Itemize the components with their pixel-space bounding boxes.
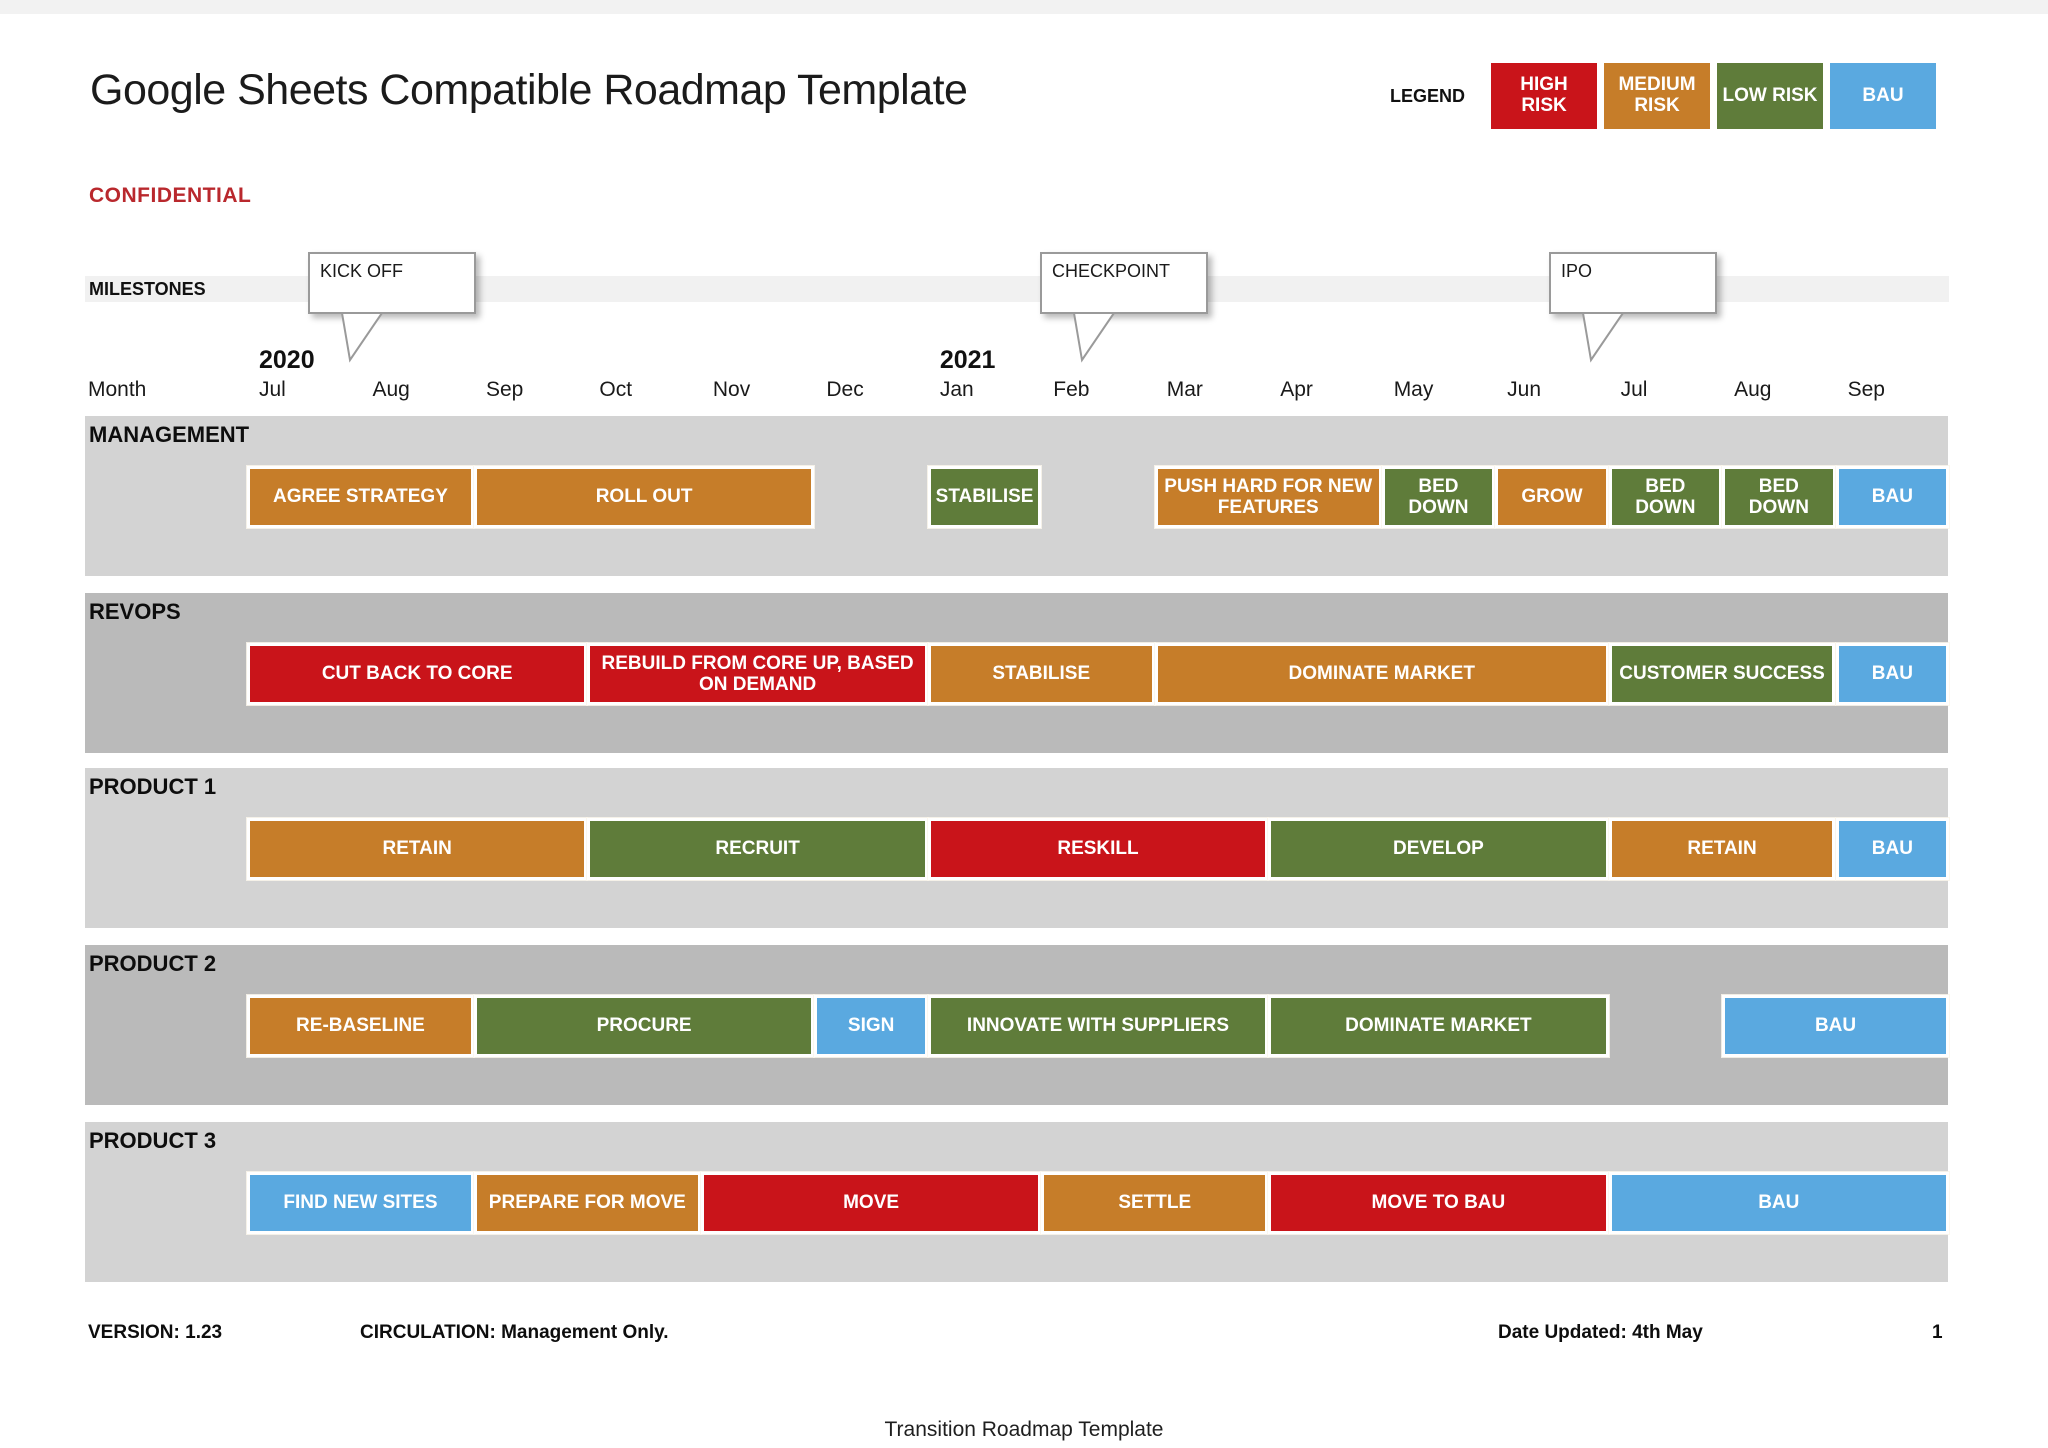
roadmap-bar: SIGN <box>813 994 929 1058</box>
roadmap-bar: PREPARE FOR MOVE <box>472 1171 702 1235</box>
month-label: Jul <box>259 378 286 401</box>
roadmap-bar: DOMINATE MARKET <box>1267 994 1610 1058</box>
roadmap-bar: BED DOWN <box>1607 465 1724 529</box>
page-top-strip <box>0 0 2048 14</box>
roadmap-bar: RECRUIT <box>586 817 929 881</box>
roadmap-bar: BAU <box>1834 642 1951 706</box>
roadmap-bar: CUT BACK TO CORE <box>245 642 589 706</box>
legend-item-low-risk: LOW RISK <box>1717 63 1824 129</box>
roadmap-bar: GROW <box>1494 465 1610 529</box>
month-label: Mar <box>1166 378 1203 401</box>
roadmap-bar: BAU <box>1834 465 1951 529</box>
callout-pointer <box>1072 312 1116 363</box>
roadmap-bar: CUSTOMER SUCCESS <box>1607 642 1837 706</box>
callout-pointer <box>340 312 384 363</box>
roadmap-bar: BAU <box>1607 1171 1950 1235</box>
roadmap-bar: BED DOWN <box>1721 465 1837 529</box>
legend-item-bau: BAU <box>1830 63 1937 129</box>
section-label: PRODUCT 2 <box>89 951 217 976</box>
month-label: Jan <box>939 378 974 401</box>
footer-version: VERSION: 1.23 <box>88 1322 223 1343</box>
month-label: Dec <box>826 378 864 401</box>
callout-pointer <box>1581 312 1625 363</box>
roadmap-bar: DEVELOP <box>1267 817 1610 881</box>
roadmap-bar: MOVE <box>699 1171 1043 1235</box>
roadmap-bar: RETAIN <box>1607 817 1837 881</box>
month-label: Jun <box>1507 378 1542 401</box>
month-label: Jul <box>1620 378 1648 401</box>
roadmap-bar: AGREE STRATEGY <box>246 465 475 529</box>
month-label: Oct <box>599 378 633 401</box>
milestone-callout-label: CHECKPOINT <box>1052 261 1171 281</box>
page-title: Google Sheets Compatible Roadmap Templat… <box>90 66 968 114</box>
roadmap-bar: ROLL OUT <box>472 465 816 529</box>
section-label: MANAGEMENT <box>89 422 250 447</box>
legend-item-high-risk: HIGH RISK <box>1491 63 1598 129</box>
roadmap-bar: PROCURE <box>472 994 816 1058</box>
milestone-callout: KICK OFF <box>308 252 476 363</box>
roadmap-bar: SETTLE <box>1040 1171 1270 1235</box>
milestone-callout-label: KICK OFF <box>320 261 404 281</box>
roadmap-bar: BED DOWN <box>1380 465 1497 529</box>
section-label: REVOPS <box>89 599 181 624</box>
milestone-callout: IPO <box>1549 252 1717 363</box>
roadmap-bar: DOMINATE MARKET <box>1153 642 1610 706</box>
roadmap-bar: REBUILD FROM CORE UP, BASED ON DEMAND <box>586 642 929 706</box>
month-label: Nov <box>712 378 751 401</box>
roadmap-bar: STABILISE <box>926 642 1156 706</box>
roadmap-bar: BAU <box>1721 994 1950 1058</box>
legend-item-medium-risk: MEDIUM RISK <box>1604 63 1711 129</box>
month-label: Aug <box>372 378 410 401</box>
roadmap-bar: INNOVATE WITH SUPPLIERS <box>926 994 1270 1058</box>
footer-circulation: CIRCULATION: Management Only. <box>360 1322 669 1343</box>
confidential-label: CONFIDENTIAL <box>89 184 252 207</box>
month-label: Sep <box>485 378 524 401</box>
footer-date-updated: Date Updated: 4th May <box>1498 1322 1703 1343</box>
roadmap-bar: PUSH HARD FOR NEW FEATURES <box>1153 465 1383 529</box>
month-column-header: Month <box>88 378 147 401</box>
milestone-callout: CHECKPOINT <box>1040 252 1208 363</box>
footer-page-number: 1 <box>1932 1322 1943 1343</box>
document-caption: Transition Roadmap Template <box>884 1418 1164 1441</box>
milestones-label: MILESTONES <box>89 279 206 299</box>
roadmap-bar: MOVE TO BAU <box>1267 1171 1610 1235</box>
year-label: 2021 <box>939 346 996 374</box>
roadmap-bar: RETAIN <box>245 817 589 881</box>
roadmap-bar: BAU <box>1834 817 1951 881</box>
month-label: May <box>1393 378 1434 401</box>
roadmap-bar: STABILISE <box>926 465 1043 529</box>
month-label: Feb <box>1053 378 1090 401</box>
milestone-callout-label: IPO <box>1561 261 1593 281</box>
roadmap-bar: RESKILL <box>926 817 1270 881</box>
legend-label: LEGEND <box>1390 85 1466 106</box>
month-label: Aug <box>1734 378 1772 401</box>
year-label: 2020 <box>259 346 315 374</box>
month-label: Sep <box>1847 378 1885 401</box>
section-label: PRODUCT 3 <box>89 1128 217 1153</box>
month-label: Apr <box>1280 378 1313 401</box>
roadmap-bar: FIND NEW SITES <box>246 1171 475 1235</box>
section-label: PRODUCT 1 <box>89 774 217 799</box>
roadmap-bar: RE-BASELINE <box>246 994 475 1058</box>
